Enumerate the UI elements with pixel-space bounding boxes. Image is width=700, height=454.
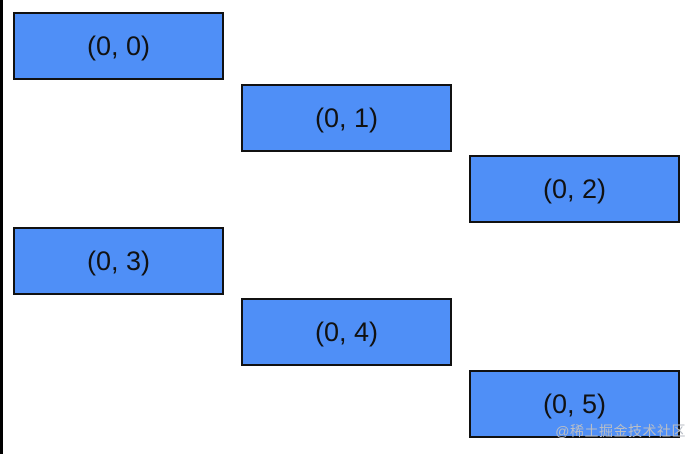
cell-0-1: (0, 1) (241, 84, 452, 152)
cell-0-5: (0, 5) (469, 370, 680, 438)
watermark: @稀土掘金技术社区 (555, 423, 686, 439)
cell-0-3: (0, 3) (13, 227, 224, 295)
cell-0-0: (0, 0) (13, 12, 224, 80)
cell-0-2: (0, 2) (469, 155, 680, 223)
left-edge-bar (0, 0, 3, 454)
cell-0-4: (0, 4) (241, 298, 452, 366)
